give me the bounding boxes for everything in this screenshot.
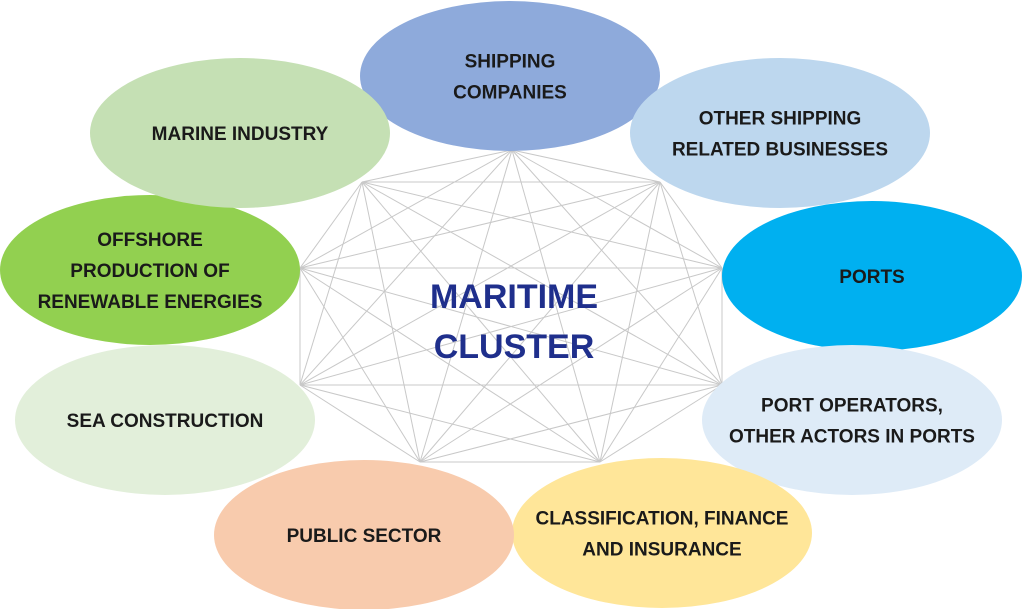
node-label-line: PORT OPERATORS, <box>761 396 943 417</box>
node-classification-finance-insurance: CLASSIFICATION, FINANCE AND INSURANCE <box>512 458 812 608</box>
node-offshore-renewable-energies: OFFSHORE PRODUCTION OF RENEWABLE ENERGIES <box>0 195 300 345</box>
connection-line <box>299 181 661 386</box>
connection-line <box>299 181 363 386</box>
node-ellipse <box>15 345 315 495</box>
connection-line <box>361 181 723 269</box>
node-ellipse <box>512 458 812 608</box>
center-label-line: CLUSTER <box>434 328 595 366</box>
connection-line <box>419 149 513 463</box>
node-ellipse <box>722 201 1022 351</box>
node-label-line: RENEWABLE ENERGIES <box>38 292 263 313</box>
center-label-line: MARITIME <box>430 278 598 316</box>
node-label: SHIPPING COMPANIES <box>453 52 567 104</box>
connection-line <box>299 267 601 463</box>
node-label: CLASSIFICATION, FINANCE AND INSURANCE <box>536 509 789 561</box>
connection-line <box>599 181 661 463</box>
node-marine-industry: MARINE INDUSTRY <box>90 58 390 208</box>
node-label: MARINE INDUSTRY <box>152 124 329 145</box>
node-shipping-companies: SHIPPING COMPANIES <box>360 1 660 151</box>
node-ellipse <box>0 195 300 345</box>
node-label-line: PORTS <box>839 267 904 288</box>
node-label-line: RELATED BUSINESSES <box>672 140 888 161</box>
connection-line <box>419 181 661 463</box>
connection-line <box>419 267 723 463</box>
node-label: PORT OPERATORS, OTHER ACTORS IN PORTS <box>729 396 975 448</box>
connection-line <box>599 384 723 463</box>
node-label-line: OTHER ACTORS IN PORTS <box>729 427 975 448</box>
connection-line <box>361 181 421 463</box>
connection-line <box>599 267 723 463</box>
node-label-line: PUBLIC SECTOR <box>287 526 442 547</box>
node-sea-construction: SEA CONSTRUCTION <box>15 345 315 495</box>
node-label-line: CLASSIFICATION, FINANCE <box>536 509 789 530</box>
center-label: MARITIME CLUSTER <box>430 278 598 366</box>
connection-line <box>659 181 723 269</box>
connection-line <box>419 384 723 463</box>
connection-line <box>511 149 601 463</box>
node-label: PUBLIC SECTOR <box>287 526 442 547</box>
node-label-line: OFFSHORE <box>97 230 203 251</box>
node-label: OTHER SHIPPING RELATED BUSINESSES <box>672 109 888 161</box>
node-ellipse <box>630 58 930 208</box>
connection-line <box>659 181 723 386</box>
connection-line <box>299 149 513 269</box>
connection-web <box>299 149 723 463</box>
connection-line <box>299 181 661 269</box>
connection-line <box>299 267 421 463</box>
node-port-operators: PORT OPERATORS, OTHER ACTORS IN PORTS <box>702 345 1002 495</box>
node-label: PORTS <box>839 267 904 288</box>
connection-line <box>299 384 601 463</box>
node-ports: PORTS <box>722 201 1022 351</box>
connection-line <box>299 384 421 463</box>
node-label: OFFSHORE PRODUCTION OF RENEWABLE ENERGIES <box>38 230 263 313</box>
node-label-line: SHIPPING <box>465 52 556 73</box>
node-ellipse <box>360 1 660 151</box>
node-other-shipping-related-businesses: OTHER SHIPPING RELATED BUSINESSES <box>630 58 930 208</box>
connection-line <box>299 267 723 386</box>
node-label-line: SEA CONSTRUCTION <box>67 411 264 432</box>
node-ellipse <box>702 345 1002 495</box>
node-label-line: MARINE INDUSTRY <box>152 124 329 145</box>
connection-line <box>299 181 363 269</box>
connection-line <box>361 181 723 386</box>
node-ellipse <box>90 58 390 208</box>
connection-line <box>511 149 723 269</box>
node-public-sector: PUBLIC SECTOR <box>214 460 514 609</box>
node-label: SEA CONSTRUCTION <box>67 411 264 432</box>
connection-line <box>361 181 601 463</box>
node-label-line: AND INSURANCE <box>582 540 741 561</box>
connection-line <box>361 149 513 183</box>
node-ellipse <box>214 460 514 609</box>
connection-line <box>511 149 661 183</box>
node-label-line: COMPANIES <box>453 83 567 104</box>
node-label-line: PRODUCTION OF <box>70 261 229 282</box>
node-label-line: OTHER SHIPPING <box>699 109 862 130</box>
